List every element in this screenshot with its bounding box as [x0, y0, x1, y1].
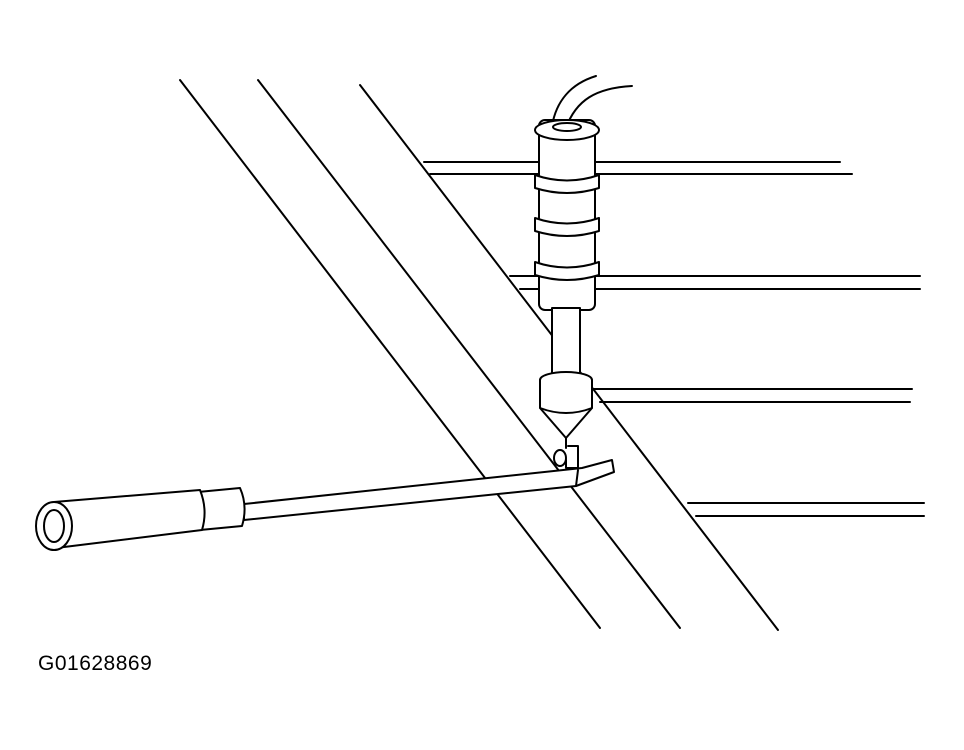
probe-clip [565, 445, 579, 469]
diagonal-line-2 [257, 79, 681, 629]
grid-line-3 [591, 388, 913, 403]
screwdriver-handle [53, 489, 206, 549]
screwdriver-icon [35, 459, 615, 551]
grid-lines [423, 161, 925, 517]
probe-cable [551, 75, 597, 127]
probe-handle [538, 119, 596, 311]
screwdriver-ferrule [197, 487, 246, 531]
probe-shaft [551, 307, 581, 383]
probe-tip [539, 379, 593, 439]
grid-line-1 [423, 161, 853, 175]
grid-line-4 [687, 502, 925, 517]
test-probe-icon [534, 75, 633, 469]
figure-id-label: G01628869 [38, 652, 153, 675]
diagonal-line-1 [179, 79, 601, 629]
